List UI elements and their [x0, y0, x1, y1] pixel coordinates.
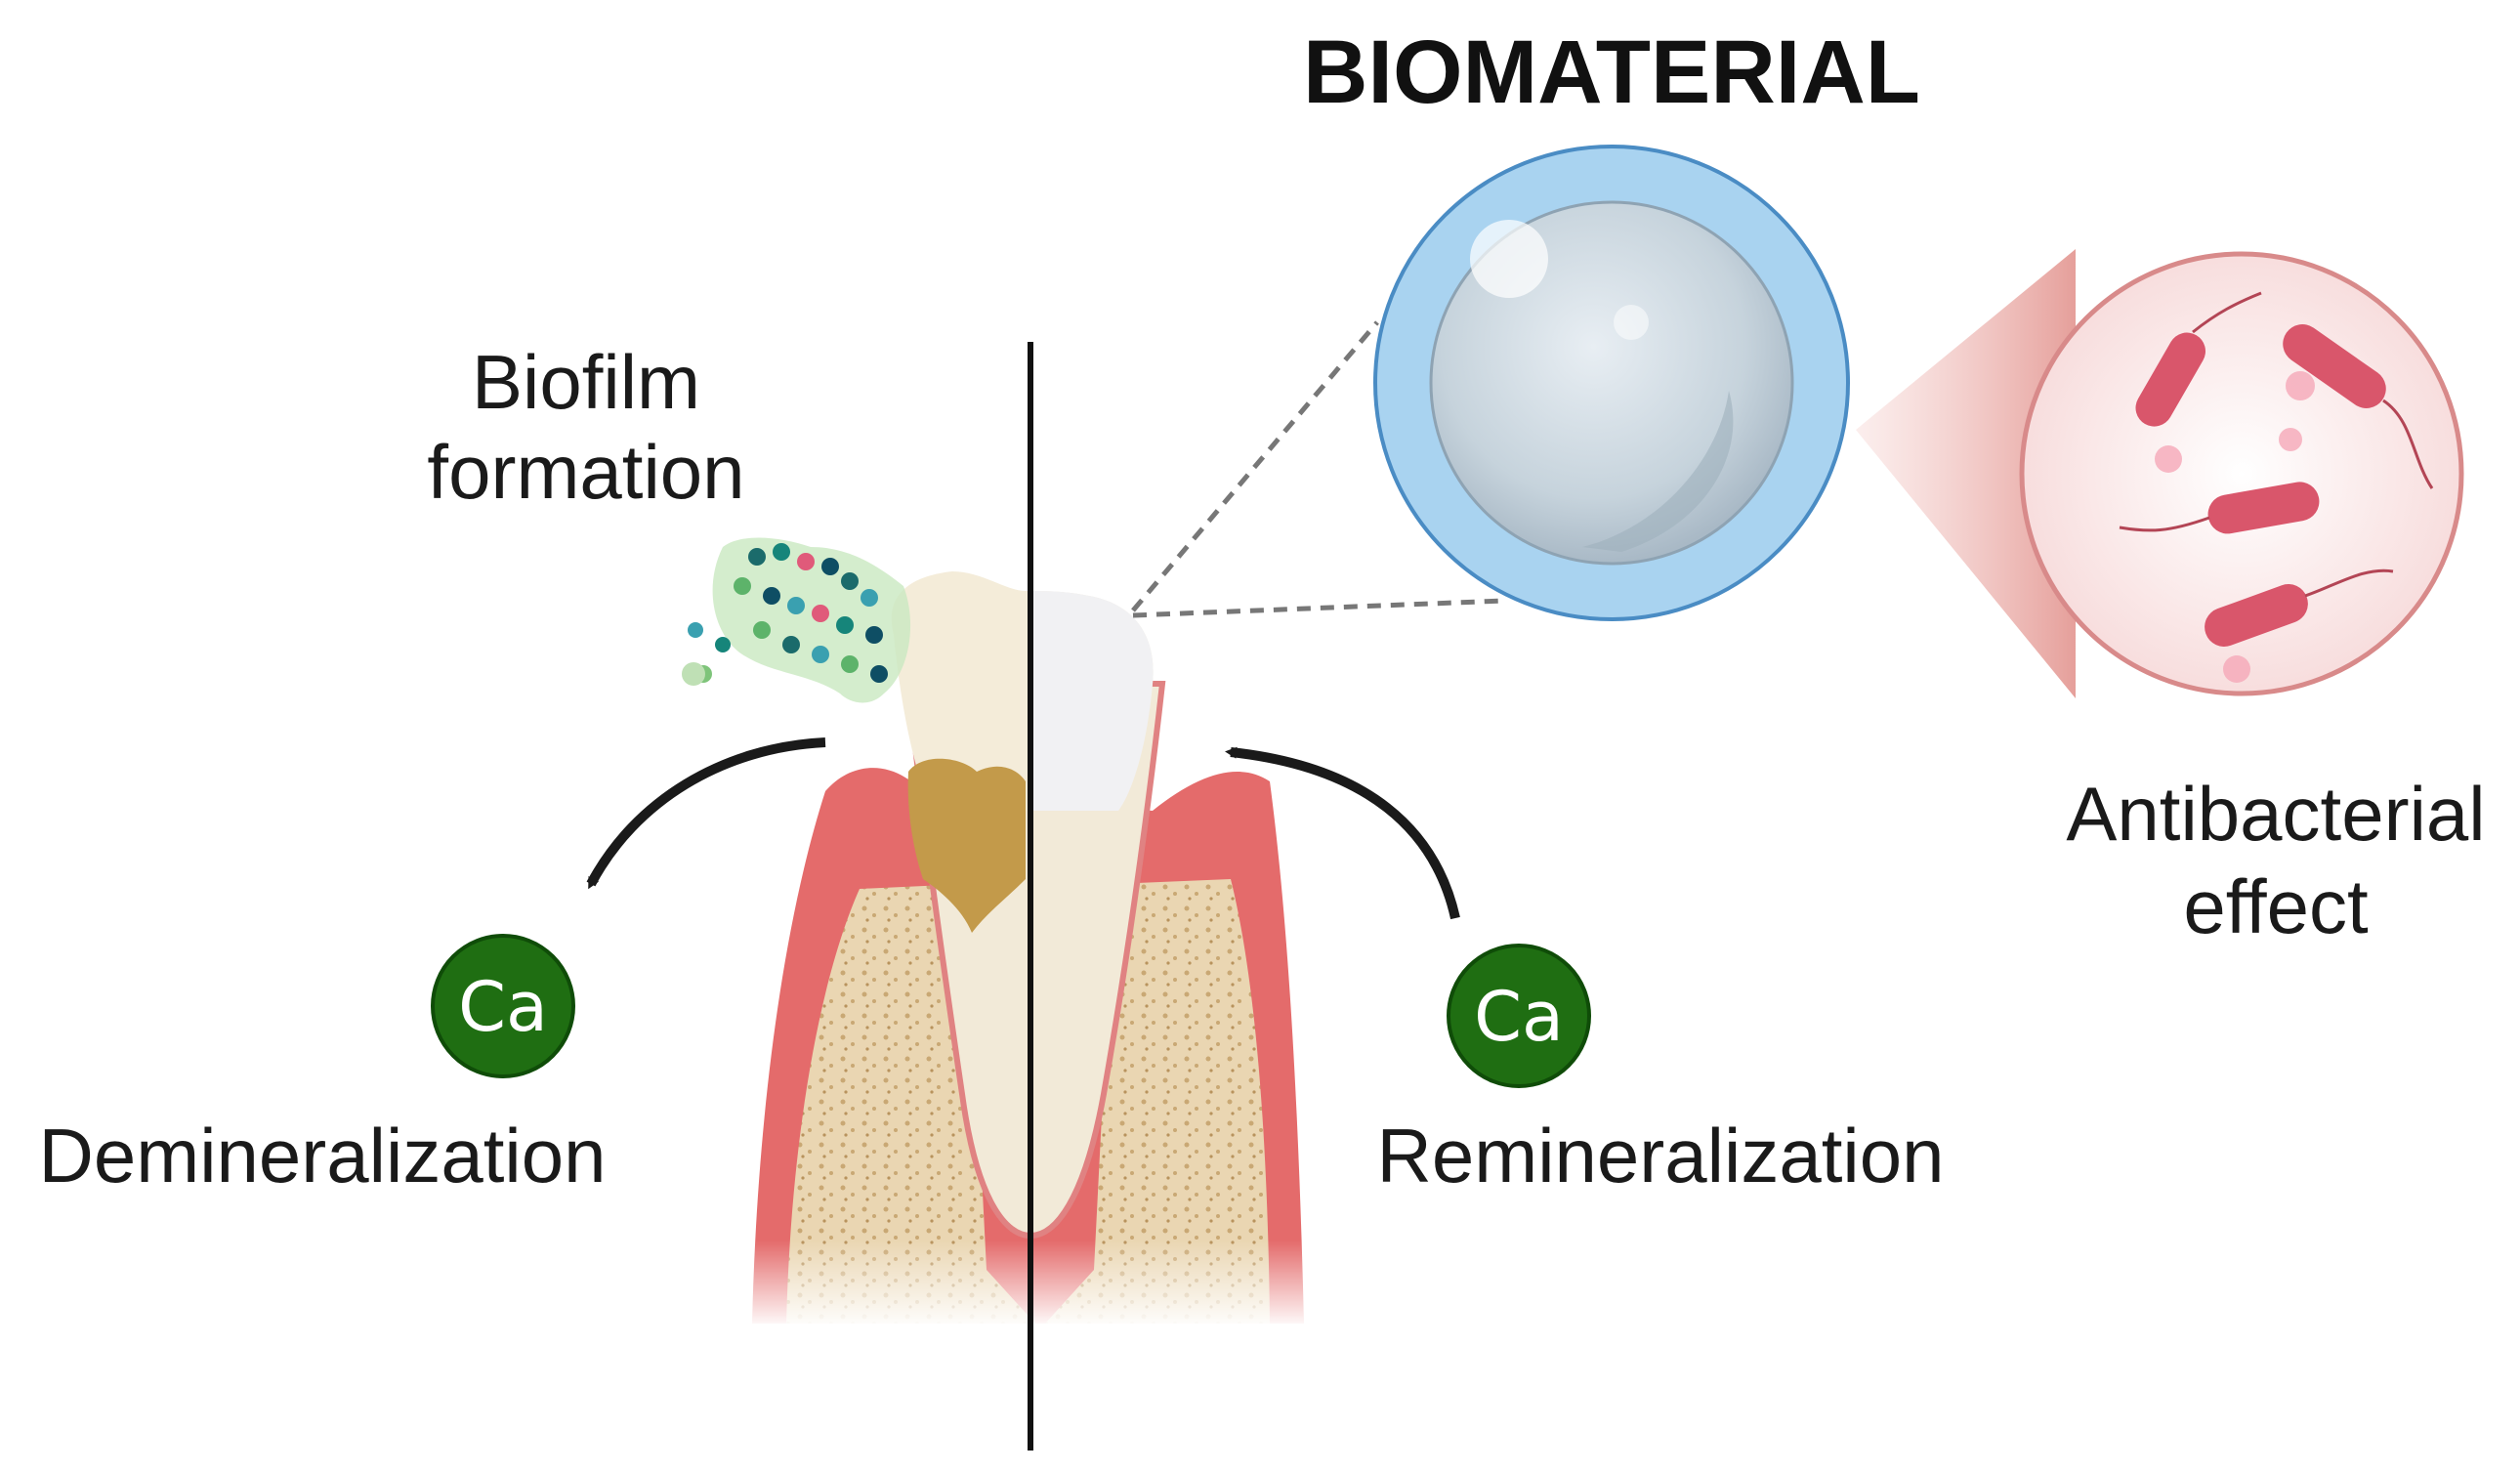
- calcium-ion-left: Ca: [431, 934, 575, 1078]
- dashed-connector-bottom: [1132, 598, 1505, 618]
- calcium-symbol: Ca: [1474, 977, 1564, 1057]
- bacterium-icon: [2119, 482, 2320, 534]
- zoom-cone: [1856, 249, 2076, 698]
- biomaterial-sphere: [1373, 145, 1850, 621]
- bacterium-icon: [2205, 568, 2394, 683]
- remineralization-label: Remineralization: [1377, 1113, 1945, 1199]
- biomaterial-title: BIOMATERIAL: [1303, 22, 1920, 122]
- calcium-symbol: Ca: [458, 967, 548, 1047]
- antibacterial-label-line1: Antibacterial: [2066, 771, 2485, 857]
- antibacterial-label-line2: effect: [2183, 863, 2369, 949]
- calcium-ion-right: Ca: [1447, 944, 1591, 1088]
- dashed-connector-top: [1131, 320, 1379, 612]
- biofilm-label-line1: Biofilm: [472, 339, 700, 425]
- bacterium-icon: [2135, 291, 2262, 473]
- demineralization-arrow: [586, 737, 826, 890]
- demineralization-label: Demineralization: [39, 1113, 607, 1199]
- biofilm-label-line2: formation: [427, 429, 744, 515]
- bacteria-zoom-circle: [2019, 251, 2464, 696]
- plaque-stain: [907, 758, 1026, 933]
- remineralization-arrow: [1225, 746, 1460, 920]
- biofilm-cluster: [682, 537, 911, 703]
- bacterium-icon: [2279, 324, 2434, 489]
